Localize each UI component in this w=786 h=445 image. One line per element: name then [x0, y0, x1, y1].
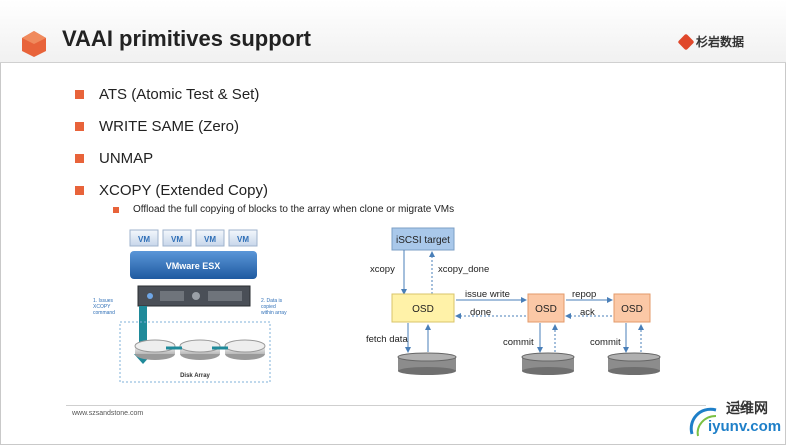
- disk-icon: [607, 352, 661, 375]
- watermark: 运维网 iyunv.com: [686, 396, 782, 440]
- iscsi-target-node: [391, 227, 455, 251]
- vm-label: VM: [237, 235, 249, 244]
- iscsi-target-label: iSCSI target: [396, 235, 450, 246]
- hexagon-logo-icon: [22, 31, 46, 57]
- logo-text: 杉岩数据: [696, 35, 745, 49]
- commit-label: commit: [590, 337, 621, 348]
- disk-array-label: Disk Array: [180, 373, 210, 379]
- esx-label: VMware ESX: [166, 261, 221, 271]
- xcopy-done-label: xcopy_done: [438, 264, 489, 275]
- esx-layer: [130, 251, 257, 279]
- bullet-square-icon: [75, 185, 84, 195]
- company-logo: 杉岩数据: [677, 33, 745, 50]
- watermark-bottom-text: iyunv.com: [708, 418, 782, 435]
- bullet-item: WRITE SAME (Zero): [75, 110, 268, 142]
- bullet-text: XCOPY (Extended Copy): [99, 181, 268, 199]
- note-left-line: command: [93, 310, 115, 316]
- vm-label: VM: [171, 235, 183, 244]
- bullet-square-icon: [75, 121, 84, 131]
- vm-box: [162, 229, 192, 247]
- footer-divider: [66, 405, 706, 406]
- note-right-line: within array: [261, 310, 287, 316]
- bullet-item: ATS (Atomic Test & Set): [75, 78, 268, 110]
- fetch-data-label: fetch data: [366, 334, 408, 345]
- issue-write-label: issue write: [465, 289, 510, 300]
- osd-label: OSD: [621, 304, 643, 315]
- watermark-top-text: 运维网: [726, 400, 768, 416]
- vm-label: VM: [138, 235, 150, 244]
- vm-box: [195, 229, 225, 247]
- logo-mark-icon: [677, 33, 695, 50]
- note-right-line: 2. Data is: [261, 298, 283, 304]
- slide-header: VAAI primitives support 杉岩数据: [0, 0, 786, 63]
- osd-primary-node: [391, 293, 455, 323]
- ack-label: ack: [580, 307, 595, 318]
- disk-icon: [397, 352, 457, 375]
- bullet-text: WRITE SAME (Zero): [99, 117, 240, 135]
- commit-label: commit: [503, 337, 534, 348]
- note-right-line: copied: [261, 304, 276, 310]
- disk-icon: [521, 352, 575, 375]
- disk-array-box: [119, 321, 271, 383]
- bullet-text: UNMAP: [99, 149, 154, 167]
- repop-label: repop: [572, 289, 596, 300]
- sub-bullet-square-icon: [113, 206, 119, 213]
- bullet-text: ATS (Atomic Test & Set): [99, 85, 260, 103]
- osd-replica-node: [527, 293, 565, 323]
- vm-label: VM: [204, 235, 216, 244]
- note-left-line: XCOPY: [93, 304, 111, 310]
- xcopy-arrow-icon: [139, 306, 147, 358]
- slide-title: VAAI primitives support: [62, 26, 311, 51]
- bullet-item: XCOPY (Extended Copy): [75, 174, 268, 206]
- vm-box: [228, 229, 258, 247]
- osd-flow-diagram: iSCSI target xcopy xcopy_done OSD issue …: [366, 227, 661, 375]
- bullet-list: ATS (Atomic Test & Set) WRITE SAME (Zero…: [75, 78, 268, 206]
- page-number: 12: [735, 398, 749, 412]
- bullet-square-icon: [75, 89, 84, 99]
- xcopy-label: xcopy: [370, 264, 395, 275]
- footer-url: www.szsandstone.com: [72, 410, 144, 417]
- done-label: done: [470, 307, 491, 318]
- note-left-line: 1. Issues: [93, 298, 114, 304]
- sub-bullet-text: Offload the full copying of blocks to th…: [133, 204, 455, 215]
- sub-bullet: Offload the full copying of blocks to th…: [113, 204, 454, 215]
- disk-array-disks: [134, 339, 266, 360]
- bullet-square-icon: [75, 153, 84, 163]
- watermark-swoosh-icon: [689, 407, 717, 437]
- osd-label: OSD: [535, 304, 557, 315]
- osd-label: OSD: [412, 304, 434, 315]
- esx-diagram: VM VM VM VM VMware ESX 1. Issues XCOPY c…: [93, 229, 287, 383]
- osd-replica-node: [613, 293, 651, 323]
- bullet-item: UNMAP: [75, 142, 268, 174]
- vm-boxes: VM VM VM VM: [129, 229, 258, 247]
- vm-box: [129, 229, 159, 247]
